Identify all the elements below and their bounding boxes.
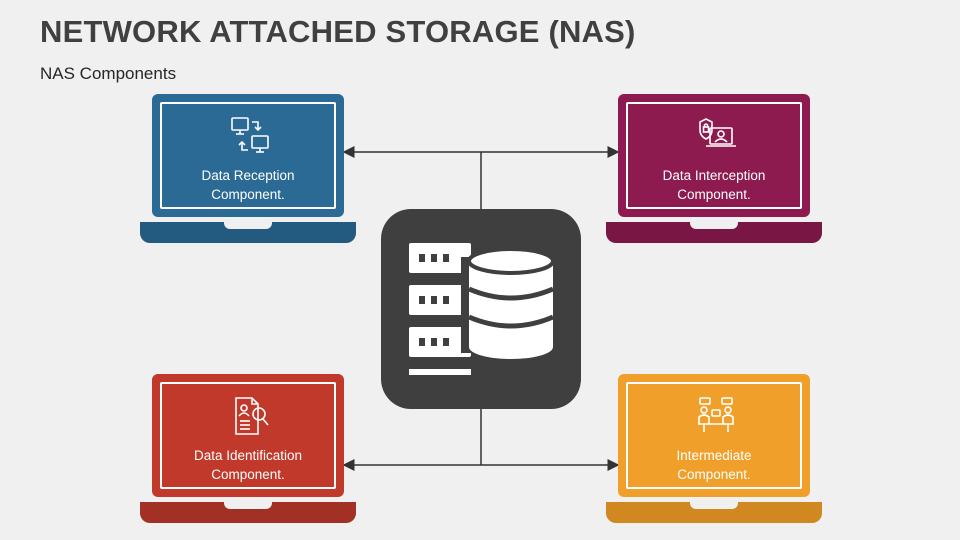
laptop-lid: Data Identification Component. [152,374,344,497]
label-line-2: Component. [211,187,285,202]
monitors-transfer-icon [231,117,269,153]
laptop-screen: Data Identification Component. [160,382,336,489]
laptop-data-identification: Data Identification Component. [140,374,356,524]
laptop-notch [690,502,738,509]
laptop-data-reception: Data Reception Component. [140,94,356,244]
server-database-icon [409,243,557,375]
label-line-1: Data Identification [193,448,303,463]
laptop-data-interception: Data Interception Component. [606,94,822,244]
laptop-notch [224,222,272,229]
page-subtitle: NAS Components [40,64,177,83]
laptop-screen: Data Reception Component. [160,102,336,209]
laptop-intermediate: Intermediate Component. [606,374,822,524]
laptop-screen: Intermediate Component. [626,382,802,489]
label-line-1: Data Reception [201,168,295,183]
component-label: Data Identification Component. [168,446,328,484]
laptop-base [606,222,822,243]
label-line-1: Intermediate [676,448,752,463]
laptop-lid: Intermediate Component. [618,374,810,497]
meeting-people-icon [698,397,734,432]
component-label: Data Interception Component. [634,166,794,204]
laptop-base [606,502,822,523]
label-line-2: Component. [677,467,751,482]
nas-hub [381,209,581,409]
laptop-base [140,222,356,243]
component-label: Data Reception Component. [168,166,328,204]
page-title: NETWORK ATTACHED STORAGE (NAS) [40,14,636,49]
label-line-1: Data Interception [662,168,766,183]
laptop-lid: Data Interception Component. [618,94,810,217]
laptop-notch [224,502,272,509]
laptop-notch [690,222,738,229]
label-line-2: Component. [211,467,285,482]
secure-laptop-icon [699,118,736,147]
component-label: Intermediate Component. [634,446,794,484]
laptop-lid: Data Reception Component. [152,94,344,217]
laptop-screen: Data Interception Component. [626,102,802,209]
laptop-base [140,502,356,523]
document-search-icon [235,397,269,435]
label-line-2: Component. [677,187,751,202]
